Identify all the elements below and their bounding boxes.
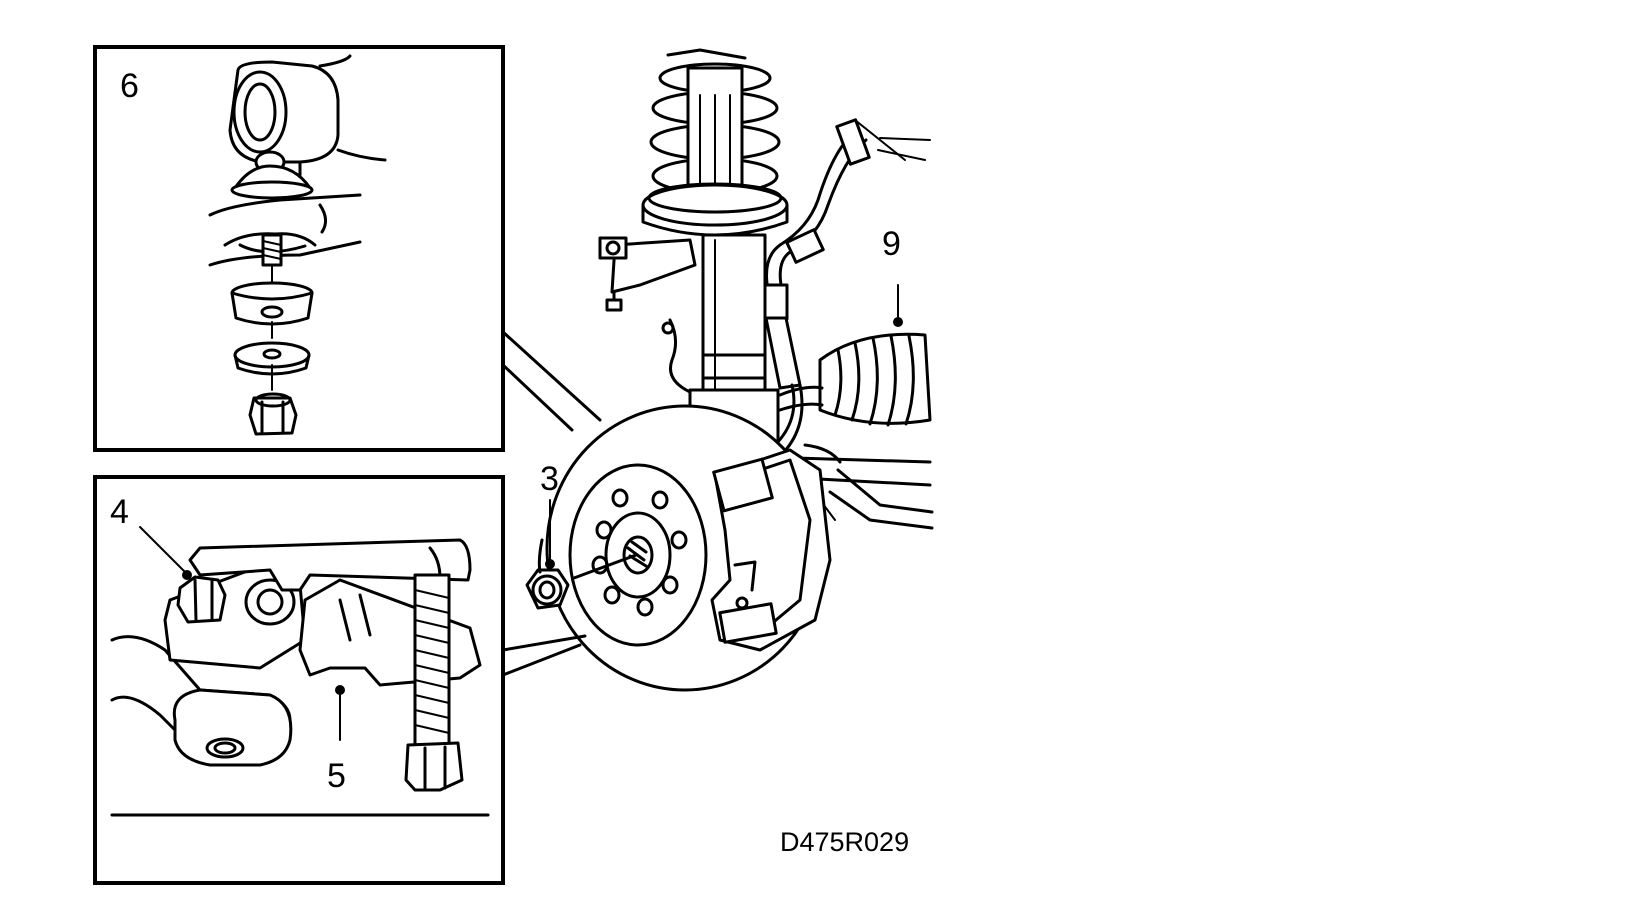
callout-6: 6 (120, 67, 139, 105)
spring-seat (641, 182, 789, 237)
callout-3: 3 (540, 460, 559, 498)
threaded-stud (261, 233, 283, 283)
lock-nut (248, 392, 298, 436)
tool-leader-dot (335, 685, 345, 695)
callout-9: 9 (882, 225, 901, 263)
strut-assembly (598, 48, 934, 530)
hub-nut-leader-dot (545, 559, 555, 569)
hub-nut (525, 499, 570, 610)
steering-rack-boot (778, 332, 932, 427)
brake-caliper (710, 448, 832, 652)
boot-leader (893, 284, 903, 327)
inset-4-5-ball-joint-puller (93, 475, 587, 885)
rubber-bushing (230, 281, 314, 339)
inset-6-ball-joint-exploded (93, 45, 602, 452)
callout-4: 4 (110, 493, 129, 531)
washer (233, 341, 311, 391)
figure-code: D475R029 (780, 827, 909, 857)
stabilizer-bracket (598, 236, 697, 394)
nut-leader-line (139, 526, 186, 573)
ball-joint-puller-tool (188, 538, 482, 792)
ball-joint-housing (228, 54, 387, 177)
ball-joint-nut (139, 526, 227, 624)
callout-5: 5 (327, 757, 346, 795)
ball-joint-stud (230, 150, 314, 200)
brake-hose (763, 118, 931, 454)
lower-control-arm (110, 635, 293, 767)
